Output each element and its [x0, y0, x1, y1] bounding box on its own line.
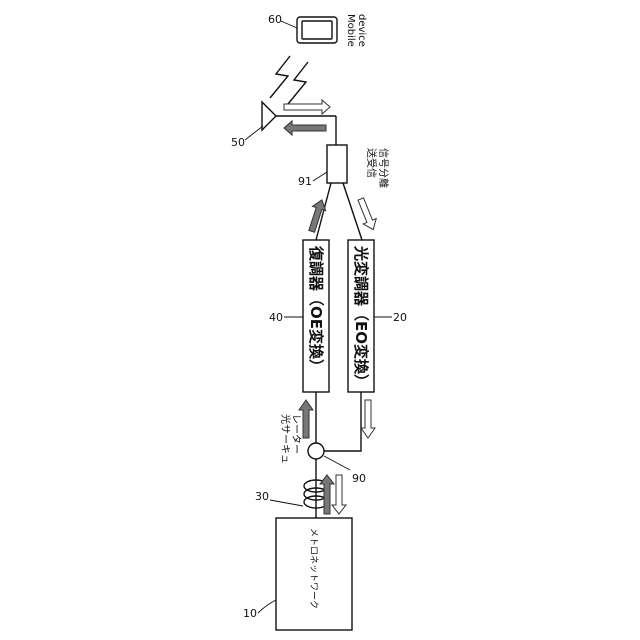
wireless-signal-bolt-left — [270, 56, 290, 98]
metro-network-label: メトロネットワーク — [308, 528, 319, 609]
optical-circulator-label-line2: レーター — [290, 414, 302, 454]
antenna-leader — [245, 126, 263, 140]
metro-network-leader — [258, 600, 276, 613]
demodulator-label: 復調器（OE変換） — [307, 245, 325, 374]
downlink-optical-arrow — [361, 400, 375, 438]
signal-splitter-label-line2: 信号分離 — [377, 148, 390, 188]
mobile-device-ref: 60 — [268, 13, 282, 26]
wireless-signal-bolt-right — [288, 62, 308, 104]
antenna-icon — [262, 102, 276, 130]
demodulator-ref: 40 — [269, 311, 283, 324]
signal-splitter-box — [327, 145, 347, 183]
antenna-ref: 50 — [231, 136, 245, 149]
downlink-wireless-arrow — [284, 100, 330, 114]
signal-splitter-label-line1: 送受信 — [365, 148, 378, 178]
uplink-wireless-arrow — [284, 121, 326, 135]
metro-network-ref: 10 — [243, 607, 257, 620]
fiber-downlink-arrow — [332, 475, 346, 514]
mobile-device-leader — [281, 21, 297, 28]
optical-circulator-ref: 90 — [352, 472, 366, 485]
mobile-device-label-line2: device — [356, 14, 367, 47]
signal-splitter-ref: 91 — [298, 175, 312, 188]
optical-circulator-leader — [324, 456, 350, 470]
fiber-uplink-arrow — [320, 475, 334, 514]
modulator-to-circulator-line — [324, 392, 361, 451]
modulator-label: 光変調器（EO変換） — [352, 245, 370, 389]
fiber-coil-ref: 30 — [255, 490, 269, 503]
modulator-ref: 20 — [393, 311, 407, 324]
fiber-coil-leader — [270, 500, 303, 506]
optical-circulator-icon — [308, 443, 324, 459]
signal-splitter-leader — [313, 172, 327, 181]
mobile-device — [297, 17, 337, 43]
splitter-to-modulator-line — [343, 183, 362, 240]
mobile-device-label-line1: Mobile — [345, 14, 356, 47]
